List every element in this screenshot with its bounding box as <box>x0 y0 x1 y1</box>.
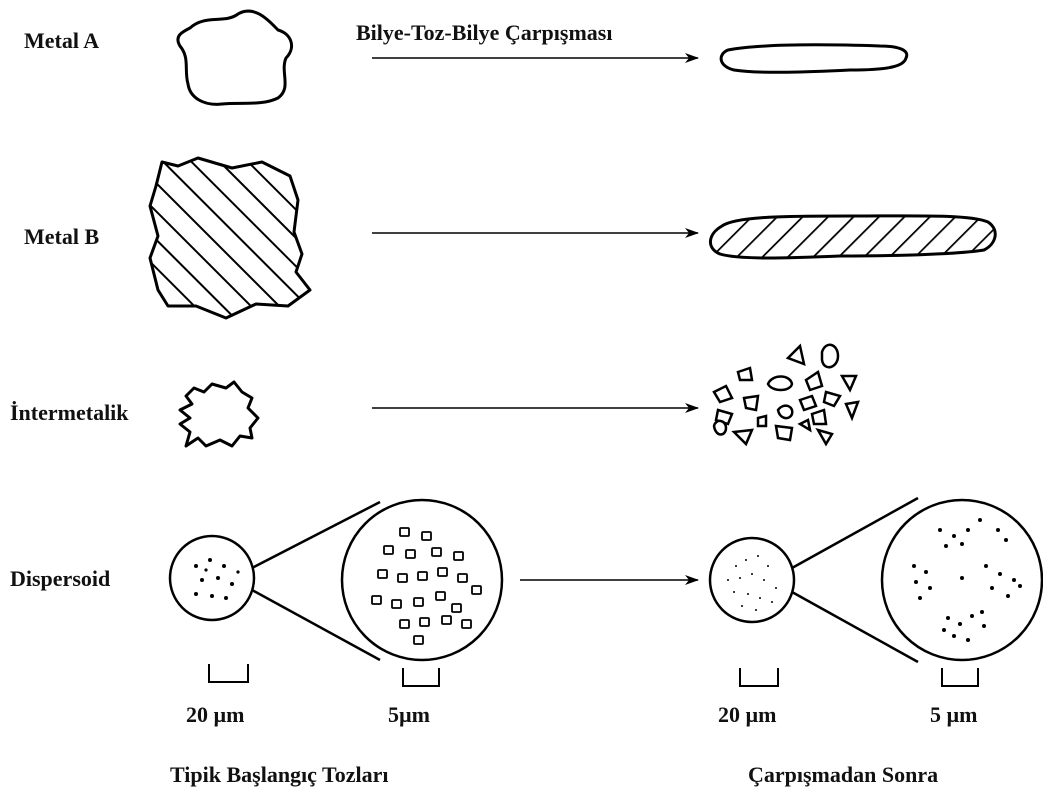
dispersoid-end-small-circle <box>710 538 794 622</box>
label-dispersoid: Dispersoid <box>10 566 110 591</box>
scale-bar-end-zoom <box>942 668 978 686</box>
label-metal-b: Metal B <box>24 224 99 249</box>
scale-label-start-zoom: 5µm <box>388 702 430 727</box>
scale-label-end-small: 20 µm <box>718 702 777 727</box>
metal-a-particle <box>178 11 292 104</box>
scale-label-end-zoom: 5 µm <box>930 702 978 727</box>
metal-b-particle <box>150 158 310 318</box>
dispersoid-start-group <box>170 500 502 660</box>
intermetallic-fragments <box>714 345 858 444</box>
metal-a-flattened <box>721 45 907 73</box>
scale-bar-start-zoom <box>403 668 439 686</box>
intermetallic-particle <box>180 382 258 446</box>
metal-b-flattened <box>710 216 995 258</box>
scale-bar-start-small <box>209 664 248 682</box>
caption-start: Tipik Başlangıç Tozları <box>170 762 388 787</box>
process-label: Bilye-Toz-Bilye Çarpışması <box>356 20 612 45</box>
label-metal-a: Metal A <box>24 28 99 53</box>
scale-bar-end-small <box>740 668 778 686</box>
label-intermetallic: İntermetalik <box>10 400 129 425</box>
caption-end: Çarpışmadan Sonra <box>748 762 938 787</box>
scale-label-start-small: 20 µm <box>186 702 245 727</box>
dispersoid-start-small-circle <box>170 536 254 620</box>
dispersoid-end-group <box>710 498 1042 662</box>
